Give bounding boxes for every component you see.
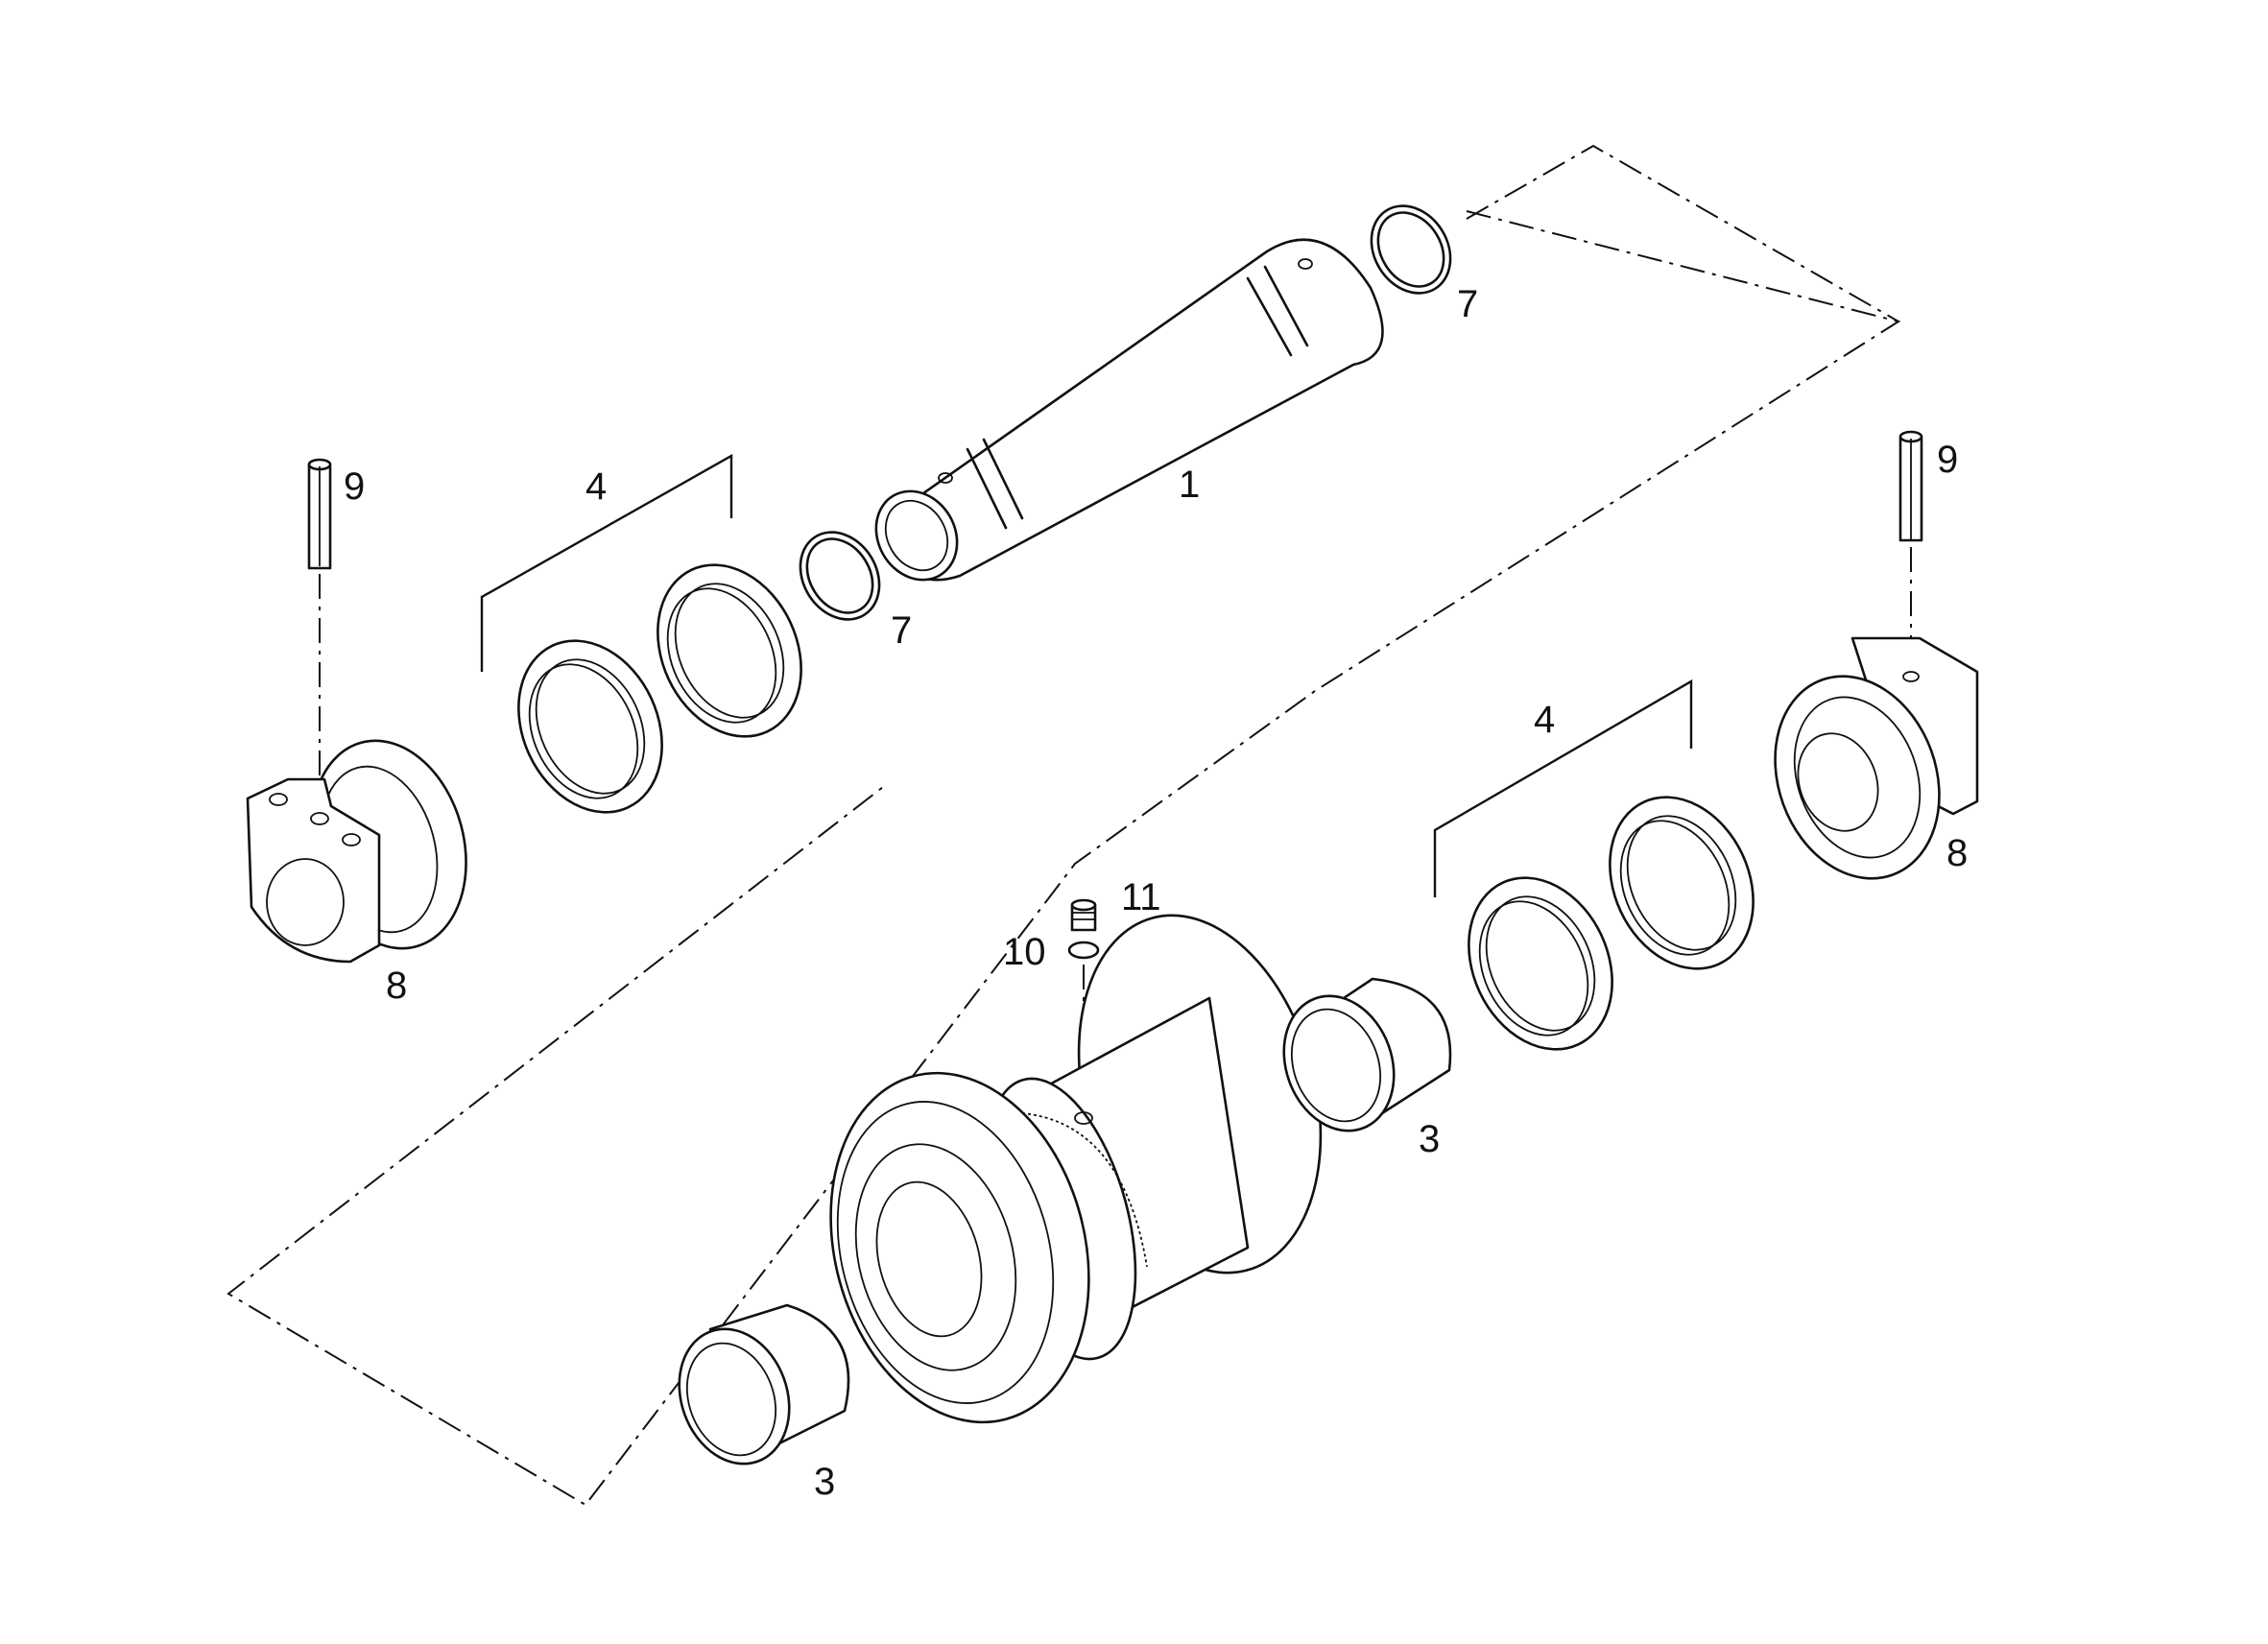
callout-seal-group-left: 4 [585,465,607,508]
seal-ring-right-a [1468,876,1613,1051]
callout-collar-right: 8 [1946,832,1968,874]
callout-bushing-front: 3 [814,1461,835,1503]
callout-pin-right: 9 [1937,439,1958,481]
seal-ring-left-b [657,563,802,738]
bushing-rear [1282,977,1452,1132]
callout-washer: 10 [1003,931,1046,973]
seal-ring-left-a [517,639,663,814]
seal-group-left-bracket [480,453,733,672]
seal-ring-right-b [1609,796,1755,970]
callout-pin-left: 9 [344,465,365,508]
track-roller [829,914,1323,1424]
pin-left [307,458,332,816]
collar-right [1774,636,1979,880]
collar-left [246,739,467,964]
callout-o-ring-upper: 7 [1457,283,1478,325]
seal-group-right-bracket [1433,679,1693,897]
o-ring-upper [1370,204,1452,295]
o-ring-lower [799,531,881,621]
shaft [874,238,1384,582]
bushing-front [678,1303,850,1465]
callout-collar-left: 8 [386,965,407,1007]
assembly-outline-upper [1466,144,1899,322]
washer [1067,941,1100,960]
callout-bushing-rear: 3 [1419,1118,1440,1160]
callout-shaft: 1 [1179,464,1200,506]
callout-seal-group-right: 4 [1534,699,1555,741]
callout-plug: 11 [1121,876,1161,918]
pin-right [1898,430,1923,677]
callout-o-ring-lower: 7 [891,609,912,652]
plug [1070,898,1097,932]
